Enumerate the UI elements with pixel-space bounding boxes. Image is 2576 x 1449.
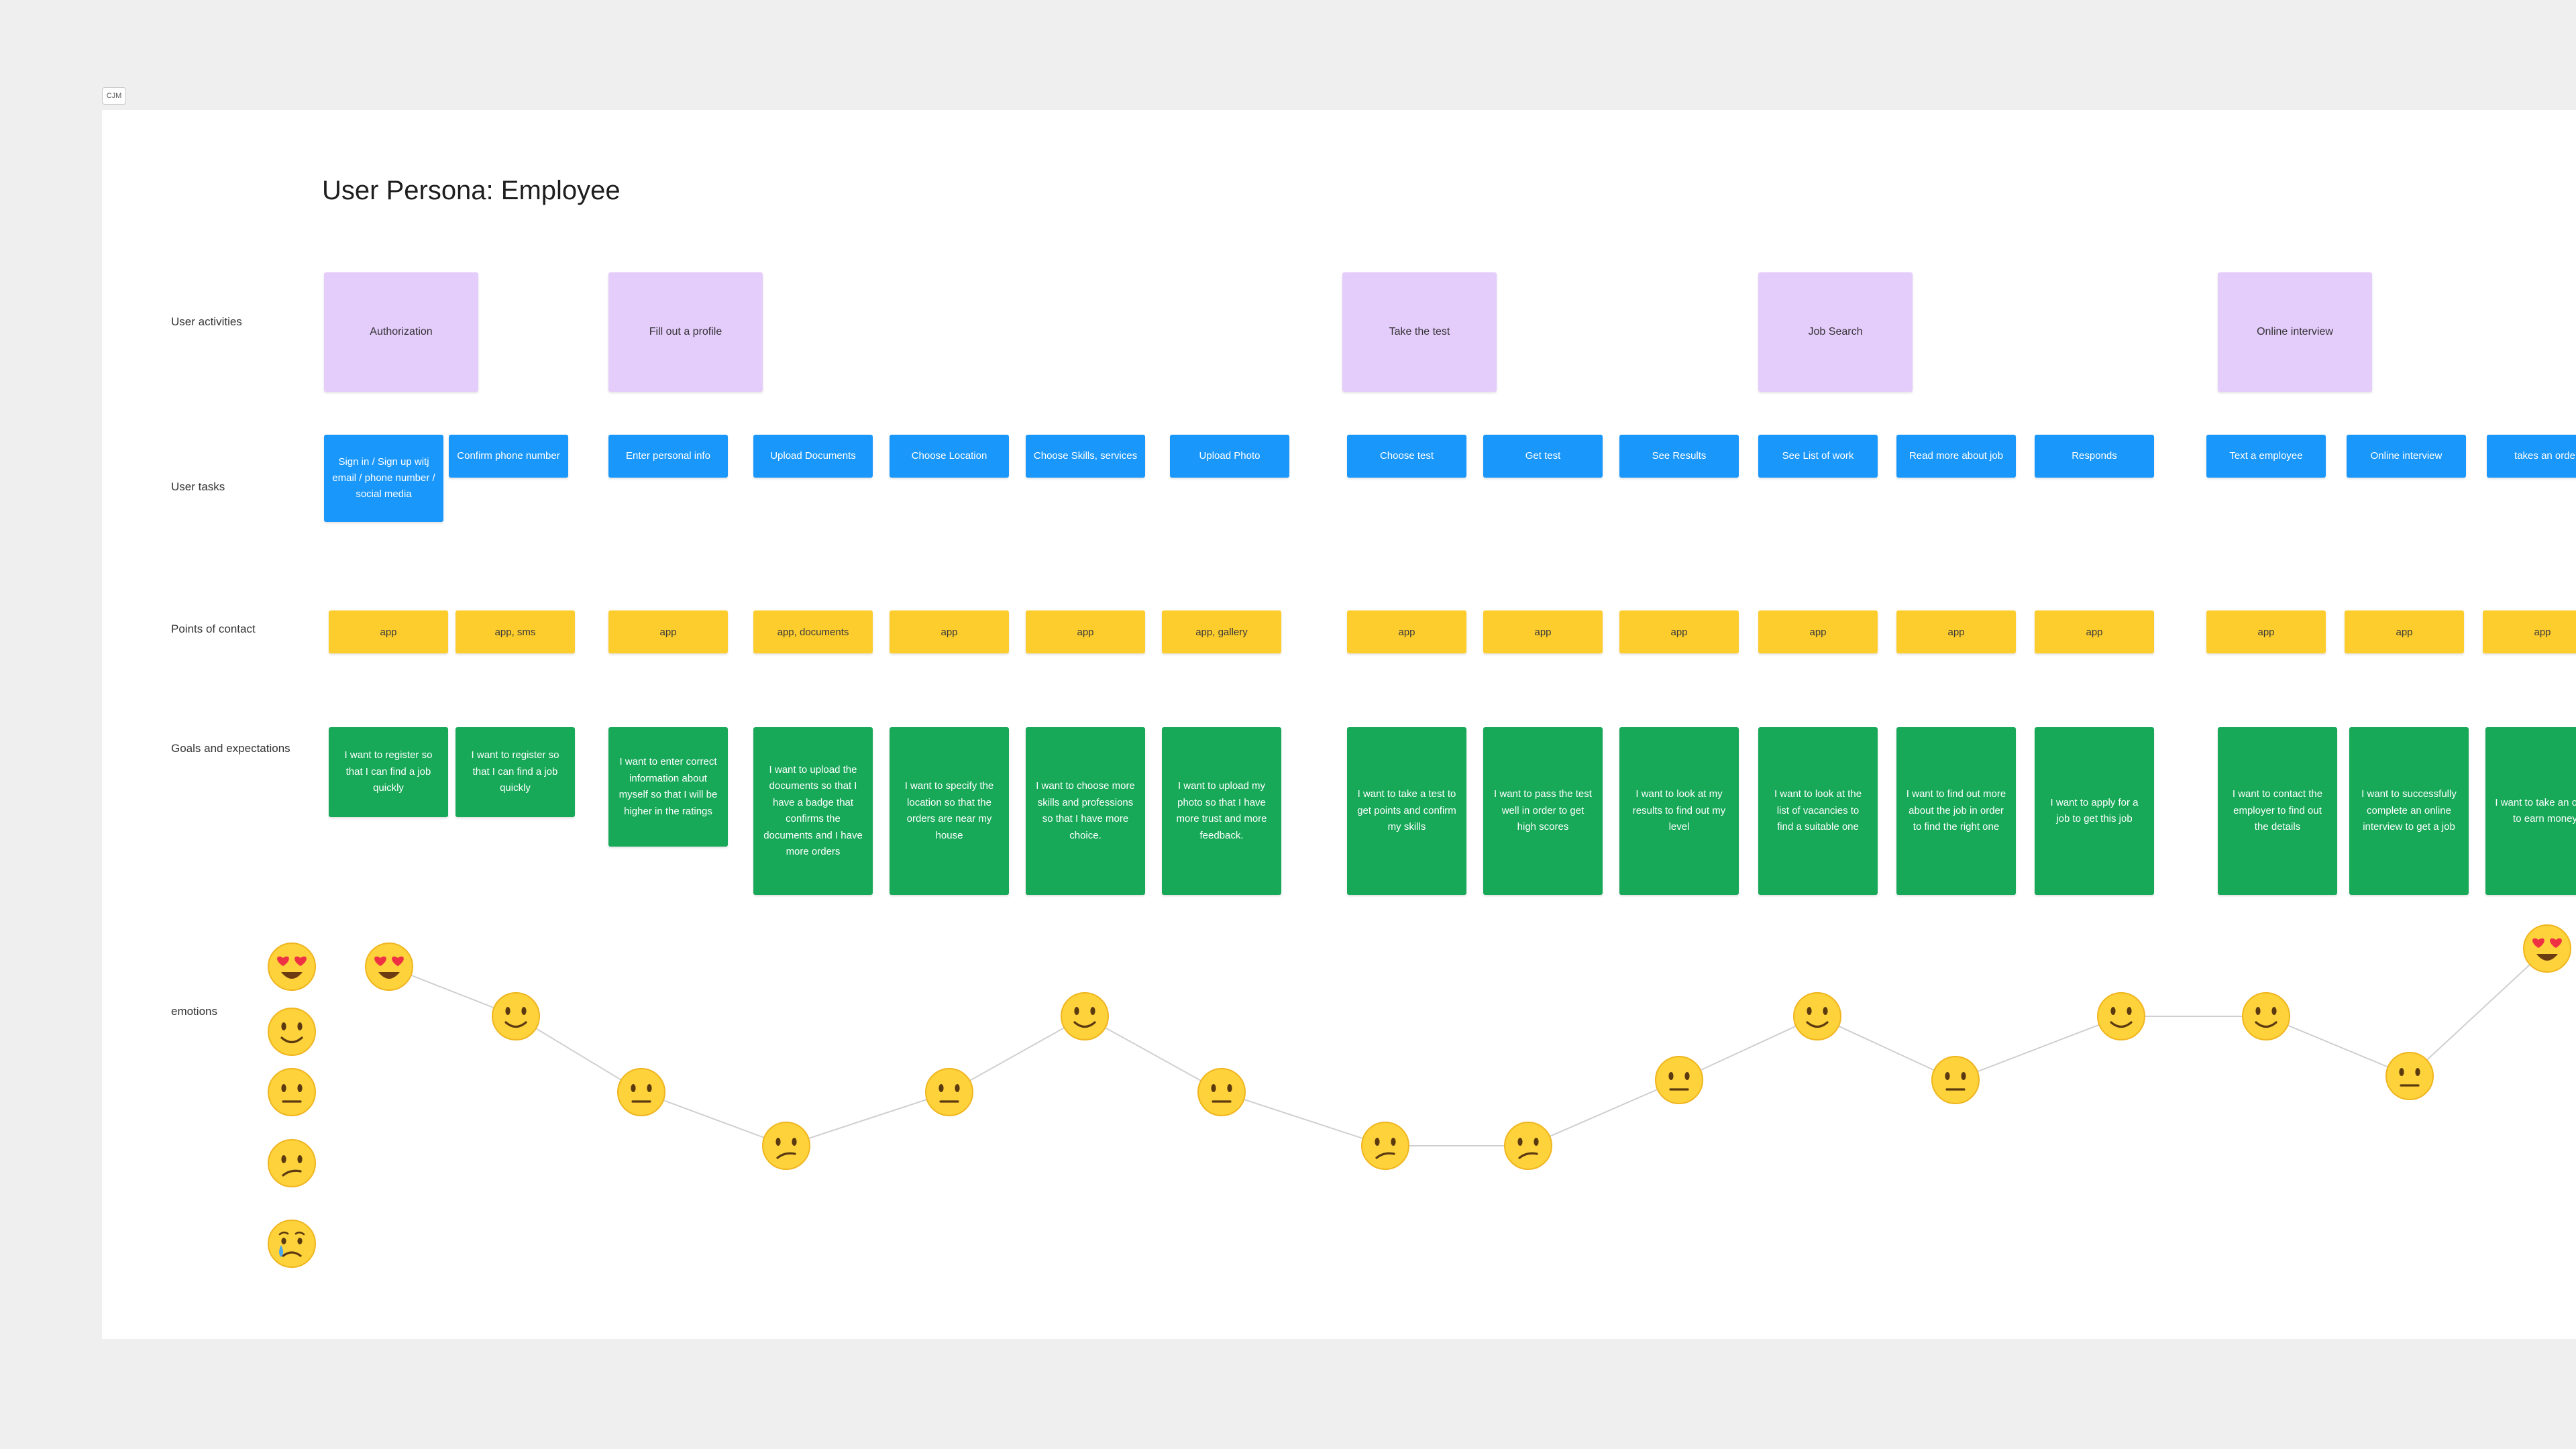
confused-emoji bbox=[268, 1139, 316, 1187]
neutral-emoji bbox=[1655, 1056, 1703, 1104]
contact-card[interactable]: app bbox=[329, 610, 448, 653]
task-card[interactable]: Read more about job bbox=[1896, 435, 2016, 478]
task-card[interactable]: Choose Location bbox=[890, 435, 1009, 478]
contact-card[interactable]: app bbox=[2483, 610, 2576, 653]
smile-emoji bbox=[1793, 992, 1841, 1040]
task-card[interactable]: Upload Documents bbox=[753, 435, 873, 478]
cjm-board: User Persona: Employee User activities U… bbox=[102, 110, 2576, 1339]
cry-emoji bbox=[268, 1220, 316, 1268]
neutral-emoji bbox=[268, 1068, 316, 1116]
goal-card[interactable]: I want to look at my results to find out… bbox=[1619, 727, 1739, 895]
row-label-activities: User activities bbox=[171, 315, 242, 328]
goal-card[interactable]: I want to upload my photo so that I have… bbox=[1162, 727, 1281, 895]
neutral-emoji bbox=[925, 1068, 973, 1116]
contact-card[interactable]: app bbox=[2035, 610, 2154, 653]
task-card[interactable]: Choose test bbox=[1347, 435, 1466, 478]
goal-card[interactable]: I want to apply for a job to get this jo… bbox=[2035, 727, 2154, 895]
love-emoji bbox=[365, 943, 413, 991]
contact-card[interactable]: app bbox=[1896, 610, 2016, 653]
love-emoji bbox=[268, 943, 316, 991]
smile-emoji bbox=[492, 992, 540, 1040]
goal-card[interactable]: I want to specify the location so that t… bbox=[890, 727, 1009, 895]
task-card[interactable]: Confirm phone number bbox=[449, 435, 568, 478]
goal-card[interactable]: I want to take a test to get points and … bbox=[1347, 727, 1466, 895]
activity-card[interactable]: Online interview bbox=[2218, 272, 2372, 392]
goal-card[interactable]: I want to contact the employer to find o… bbox=[2218, 727, 2337, 895]
activity-card[interactable]: Job Search bbox=[1758, 272, 1913, 392]
contact-card[interactable]: app bbox=[1483, 610, 1603, 653]
goal-card[interactable]: I want to register so that I can find a … bbox=[455, 727, 575, 817]
contact-card[interactable]: app bbox=[890, 610, 1009, 653]
goal-card[interactable]: I want to successfully complete an onlin… bbox=[2349, 727, 2469, 895]
contact-card[interactable]: app, gallery bbox=[1162, 610, 1281, 653]
neutral-emoji bbox=[2385, 1052, 2434, 1100]
task-card[interactable]: takes an order bbox=[2487, 435, 2576, 478]
contact-card[interactable]: app bbox=[608, 610, 728, 653]
neutral-emoji bbox=[617, 1068, 665, 1116]
task-card[interactable]: Enter personal info bbox=[608, 435, 728, 478]
task-card[interactable]: See List of work bbox=[1758, 435, 1878, 478]
task-card[interactable]: Upload Photo bbox=[1170, 435, 1289, 478]
goal-card[interactable]: I want to enter correct information abou… bbox=[608, 727, 728, 847]
smile-emoji bbox=[1061, 992, 1109, 1040]
row-label-goals: Goals and expectations bbox=[171, 742, 290, 755]
activity-card[interactable]: Take the test bbox=[1342, 272, 1497, 392]
row-label-tasks: User tasks bbox=[171, 480, 225, 493]
task-card[interactable]: Responds bbox=[2035, 435, 2154, 478]
frame-tag[interactable]: CJM bbox=[102, 87, 126, 105]
goal-card[interactable]: I want to pass the test well in order to… bbox=[1483, 727, 1603, 895]
contact-card[interactable]: app bbox=[2345, 610, 2464, 653]
confused-emoji bbox=[1504, 1122, 1552, 1170]
love-emoji bbox=[2523, 924, 2571, 973]
confused-emoji bbox=[1361, 1122, 1409, 1170]
smile-emoji bbox=[268, 1008, 316, 1056]
contact-card[interactable]: app bbox=[1026, 610, 1145, 653]
goal-card[interactable]: I want to register so that I can find a … bbox=[329, 727, 448, 817]
task-card[interactable]: Choose Skills, services bbox=[1026, 435, 1145, 478]
confused-emoji bbox=[762, 1122, 810, 1170]
smile-emoji bbox=[2242, 992, 2290, 1040]
contact-card[interactable]: app, documents bbox=[753, 610, 873, 653]
task-card[interactable]: Sign in / Sign up witj email / phone num… bbox=[324, 435, 443, 522]
contact-card[interactable]: app bbox=[1619, 610, 1739, 653]
activity-card[interactable]: Fill out a profile bbox=[608, 272, 763, 392]
goal-card[interactable]: I want to look at the list of vacancies … bbox=[1758, 727, 1878, 895]
page-title: User Persona: Employee bbox=[322, 176, 621, 205]
task-card[interactable]: Online interview bbox=[2347, 435, 2466, 478]
goal-card[interactable]: I want to upload the documents so that I… bbox=[753, 727, 873, 895]
task-card[interactable]: See Results bbox=[1619, 435, 1739, 478]
goal-card[interactable]: I want to choose more skills and profess… bbox=[1026, 727, 1145, 895]
goal-card[interactable]: I want to find out more about the job in… bbox=[1896, 727, 2016, 895]
contact-card[interactable]: app, sms bbox=[455, 610, 575, 653]
goal-card[interactable]: I want to take an order to earn money bbox=[2485, 727, 2576, 895]
row-label-contact: Points of contact bbox=[171, 623, 256, 635]
neutral-emoji bbox=[1931, 1056, 1980, 1104]
neutral-emoji bbox=[1197, 1068, 1246, 1116]
smile-emoji bbox=[2097, 992, 2145, 1040]
contact-card[interactable]: app bbox=[2206, 610, 2326, 653]
contact-card[interactable]: app bbox=[1758, 610, 1878, 653]
task-card[interactable]: Text a employee bbox=[2206, 435, 2326, 478]
row-label-emotions: emotions bbox=[171, 1005, 217, 1018]
task-card[interactable]: Get test bbox=[1483, 435, 1603, 478]
activity-card[interactable]: Authorization bbox=[324, 272, 478, 392]
contact-card[interactable]: app bbox=[1347, 610, 1466, 653]
